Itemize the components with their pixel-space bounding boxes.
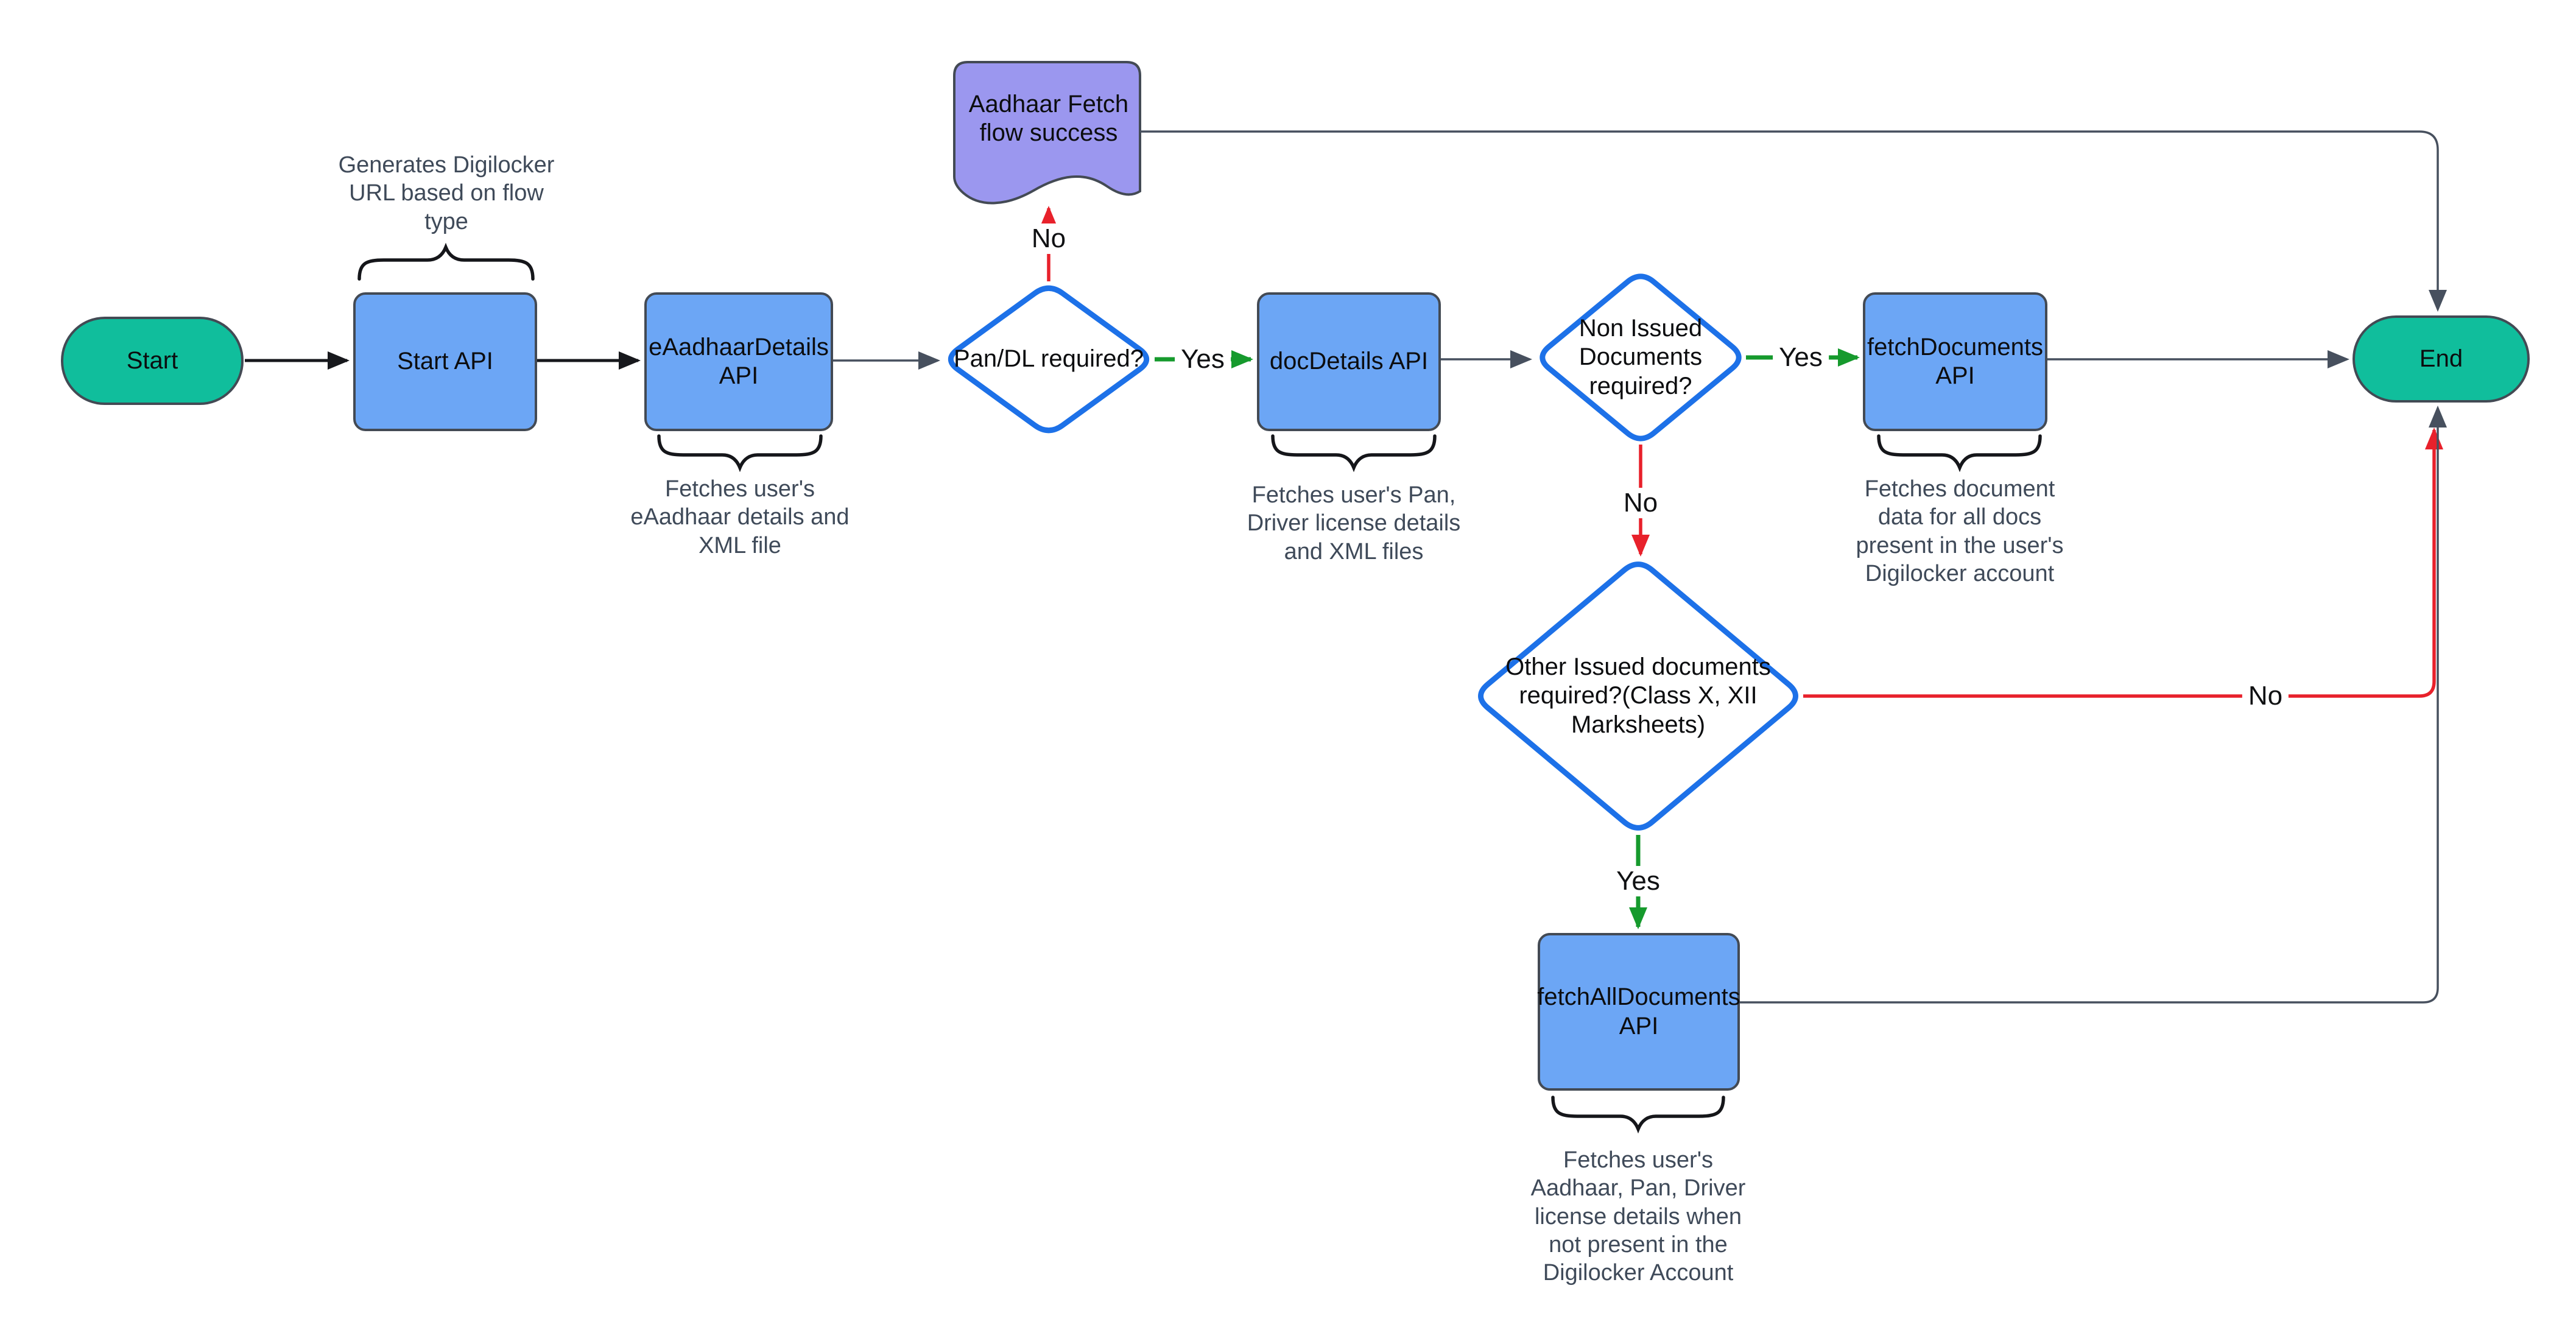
start-node-label: Start [126, 347, 178, 374]
start-api-node: Start API [353, 292, 537, 431]
non-issued-decision-label-box: Non Issued Documents required? [1536, 271, 1745, 444]
fetchalldocuments-api-node: fetchAllDocuments API [1537, 933, 1740, 1091]
aadhaar-success-label-box: Aadhaar Fetch flow success [957, 67, 1140, 171]
annotation-fetchdocs: Fetches document data for all docs prese… [1856, 476, 2064, 587]
aadhaar-success-label: Aadhaar Fetch flow success [968, 90, 1129, 146]
edge-label-nonissued-yes: Yes [1773, 342, 1829, 373]
non-issued-decision-label: Non Issued Documents required? [1578, 315, 1703, 399]
fetchdocuments-api-label: fetchDocuments API [1867, 333, 2044, 389]
docdetails-api-node: docDetails API [1257, 292, 1441, 431]
curly-brace-docdetails [1271, 434, 1437, 473]
other-issued-decision [1478, 561, 1798, 831]
annotation-eaadhaar: Fetches user's eAadhaar details and XML … [630, 476, 850, 558]
pan-dl-decision [948, 285, 1150, 434]
annotation-start-api: Generates Digilocker URL based on flow t… [338, 152, 555, 234]
eaadhaar-details-api-label: eAadhaarDetails API [649, 333, 829, 389]
end-node: End [2353, 315, 2530, 403]
curly-brace-fetchdocs [1877, 434, 2042, 473]
annotation-fetchall: Fetches user's Aadhaar, Pan, Driver lice… [1530, 1147, 1746, 1286]
curly-brace-eaadhaar [657, 434, 823, 473]
edge-label-otherissued-no: No [2242, 681, 2289, 711]
eaadhaar-details-api-node: eAadhaarDetails API [644, 292, 833, 431]
fetchalldocuments-api-label: fetchAllDocuments API [1537, 983, 1740, 1040]
non-issued-decision [1540, 273, 1742, 442]
end-node-label: End [2419, 345, 2463, 372]
edge-label-pandl-yes: Yes [1175, 344, 1231, 375]
other-issued-decision-label: Other Issued documents required?(Class X… [1505, 653, 1771, 738]
edge-label-pandl-no: No [1025, 223, 1072, 254]
curly-brace-fetchall [1551, 1096, 1725, 1134]
edge-success-to-end [1140, 130, 2447, 312]
docdetails-api-label: docDetails API [1269, 348, 1429, 375]
fetchdocuments-api-node: fetchDocuments API [1863, 292, 2047, 431]
annotation-docdetails: Fetches user's Pan, Driver license detai… [1247, 482, 1461, 565]
other-issued-decision-label-box: Other Issued documents required?(Class X… [1474, 558, 1803, 834]
edge-label-nonissued-no: No [1617, 488, 1664, 518]
curly-brace-start-api [357, 242, 535, 281]
start-node: Start [61, 317, 244, 405]
edge-label-otherissued-yes: Yes [1610, 866, 1666, 896]
start-api-label: Start API [397, 348, 493, 375]
pan-dl-decision-label-box: Pan/DL required? [944, 281, 1153, 437]
pan-dl-decision-label: Pan/DL required? [953, 345, 1144, 373]
aadhaar-success-document [953, 61, 1141, 205]
